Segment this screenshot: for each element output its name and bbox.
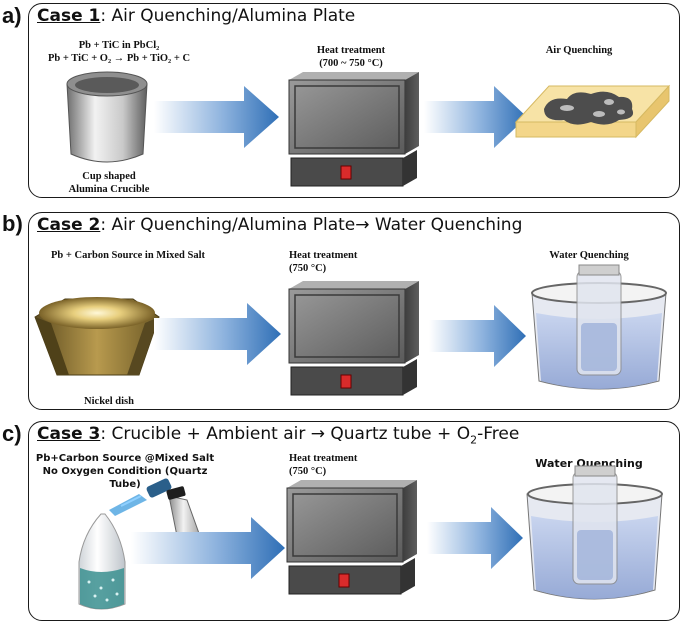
furnace-icon xyxy=(288,72,419,187)
process-arrow-icon xyxy=(427,507,523,569)
case-1-reaction-line-2: Pb + TiC + O₂ → Pb + TiO₂ + C xyxy=(47,53,191,64)
case-1-heat-label: Heat treatment (700 ~ 750 °C) xyxy=(291,44,411,70)
case-1-heat-line-1: Heat treatment xyxy=(316,45,386,56)
case-2-reaction: Pb + Carbon Source in Mixed Salt xyxy=(51,250,205,261)
case-1-vessel-label: Cup shaped Alumina Crucible xyxy=(49,170,169,196)
case-3-heat-line-2: (750 °C) xyxy=(289,466,327,477)
case-2-quench-label: Water Quenching xyxy=(549,250,629,261)
case-1-title: Case 1: Air Quenching/Alumina Plate xyxy=(37,6,355,26)
case-1-heat-line-2: (700 ~ 750 °C) xyxy=(319,58,383,69)
case-1-illustration xyxy=(66,71,671,187)
case-3-heat-line-1: Heat treatment xyxy=(289,453,358,464)
water-beaker-icon xyxy=(526,465,663,600)
panel-letter-c: c) xyxy=(2,421,22,446)
case-1-reaction: Pb + TiC in PbCl₂ Pb + TiC + O₂ → Pb + T… xyxy=(39,39,199,65)
process-arrow-icon xyxy=(429,305,526,367)
case-3-illustration xyxy=(78,465,663,610)
furnace-icon xyxy=(288,281,419,396)
nickel-dish-icon xyxy=(34,297,160,376)
alumina-crucible-icon xyxy=(66,71,148,163)
process-arrow-icon xyxy=(154,303,281,365)
case-3-reaction-line-3: Tube) xyxy=(109,479,141,490)
quartz-tube-icon xyxy=(78,513,126,610)
case-3-title-text-1: : Crucible + Ambient air → Quartz tube +… xyxy=(100,424,471,444)
process-arrow-icon xyxy=(424,86,527,148)
alumina-plate-icon xyxy=(514,84,671,139)
case-1-panel: Case 1: Air Quenching/Alumina Plate Pb +… xyxy=(28,3,680,198)
case-3-title-text-2: -Free xyxy=(477,424,520,444)
case-1-reaction-line-1: Pb + TiC in PbCl₂ xyxy=(78,40,160,51)
case-3-panel: Case 3: Crucible + Ambient air → Quartz … xyxy=(28,421,680,621)
case-3-heat-label: Heat treatment (750 °C) xyxy=(289,452,399,478)
case-3-quench-label: Water Quenching xyxy=(535,457,643,470)
case-3-reaction-line-2: No Oxygen Condition (Quartz xyxy=(42,466,208,477)
case-1-title-text: : Air Quenching/Alumina Plate xyxy=(100,6,356,26)
case-2-label: Case 2 xyxy=(37,215,101,235)
case-3-title: Case 3: Crucible + Ambient air → Quartz … xyxy=(37,424,519,446)
panel-letter-a: a) xyxy=(2,3,22,28)
case-2-title-text: : Air Quenching/Alumina Plate→ Water Que… xyxy=(100,215,523,235)
case-2-panel: Case 2: Air Quenching/Alumina Plate→ Wat… xyxy=(28,212,680,410)
case-1-quench-label: Air Quenching xyxy=(545,45,613,56)
furnace-icon xyxy=(286,480,417,595)
case-1-vessel-line-1: Cup shaped xyxy=(82,171,136,182)
case-2-heat-line-2: (750 °C) xyxy=(289,263,327,274)
case-3-reaction-line-1: Pb+Carbon Source @Mixed Salt xyxy=(35,453,215,464)
case-2-heat-line-1: Heat treatment xyxy=(289,250,358,261)
process-arrow-icon xyxy=(131,517,285,579)
water-beaker-icon xyxy=(531,264,667,390)
case-2-vessel-label: Nickel dish xyxy=(84,396,134,407)
case-2-heat-label: Heat treatment (750 °C) xyxy=(289,249,399,275)
case-3-reaction: Pb+Carbon Source @Mixed Salt No Oxygen C… xyxy=(35,452,215,491)
panel-letter-b: b) xyxy=(2,211,23,236)
case-3-label: Case 3 xyxy=(37,424,101,444)
process-arrow-icon xyxy=(154,86,279,148)
case-2-illustration xyxy=(34,264,667,396)
case-1-vessel-line-2: Alumina Crucible xyxy=(68,184,150,195)
case-2-title: Case 2: Air Quenching/Alumina Plate→ Wat… xyxy=(37,215,522,235)
case-3-title-subscript: 2 xyxy=(470,433,478,447)
case-1-label: Case 1 xyxy=(37,6,101,26)
